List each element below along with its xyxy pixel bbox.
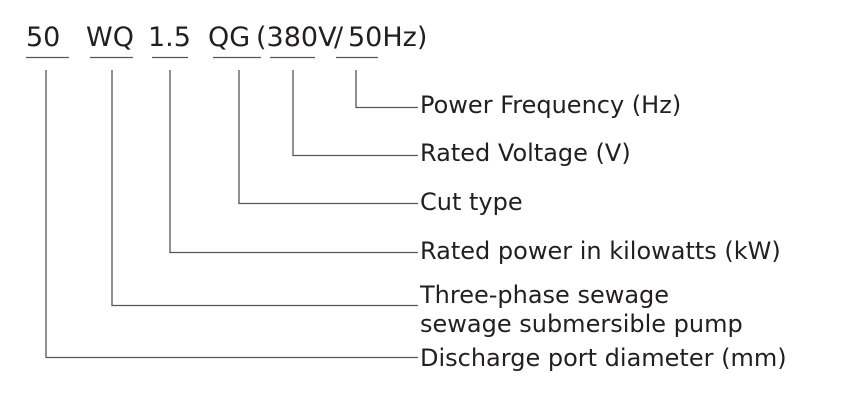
- label-power: Rated power in kilowatts (kW): [420, 237, 781, 265]
- connector-cut-type: [238, 70, 418, 205]
- code-slash: /: [334, 22, 344, 53]
- connector-power: [169, 70, 418, 254]
- code-pump-type: WQ: [86, 22, 134, 53]
- code-diameter: 50: [26, 22, 61, 53]
- connector-frequency: [355, 70, 418, 109]
- label-pump-type-line2: sewage submersible pump: [420, 310, 743, 338]
- label-frequency: Power Frequency (Hz): [420, 91, 682, 119]
- label-diameter: Discharge port diameter (mm): [420, 344, 787, 372]
- label-pump-type-line1: Three-phase sewage: [420, 281, 670, 309]
- code-frequency: 50Hz): [348, 22, 428, 53]
- code-power: 1.5: [148, 22, 191, 53]
- connector-voltage: [292, 70, 418, 157]
- label-cut-type: Cut type: [420, 188, 523, 216]
- code-cut-type: QG: [208, 22, 251, 53]
- connector-diameter: [45, 70, 418, 359]
- code-voltage: (380V: [256, 22, 337, 53]
- connector-pump-type: [111, 70, 418, 307]
- label-voltage: Rated Voltage (V): [420, 139, 631, 167]
